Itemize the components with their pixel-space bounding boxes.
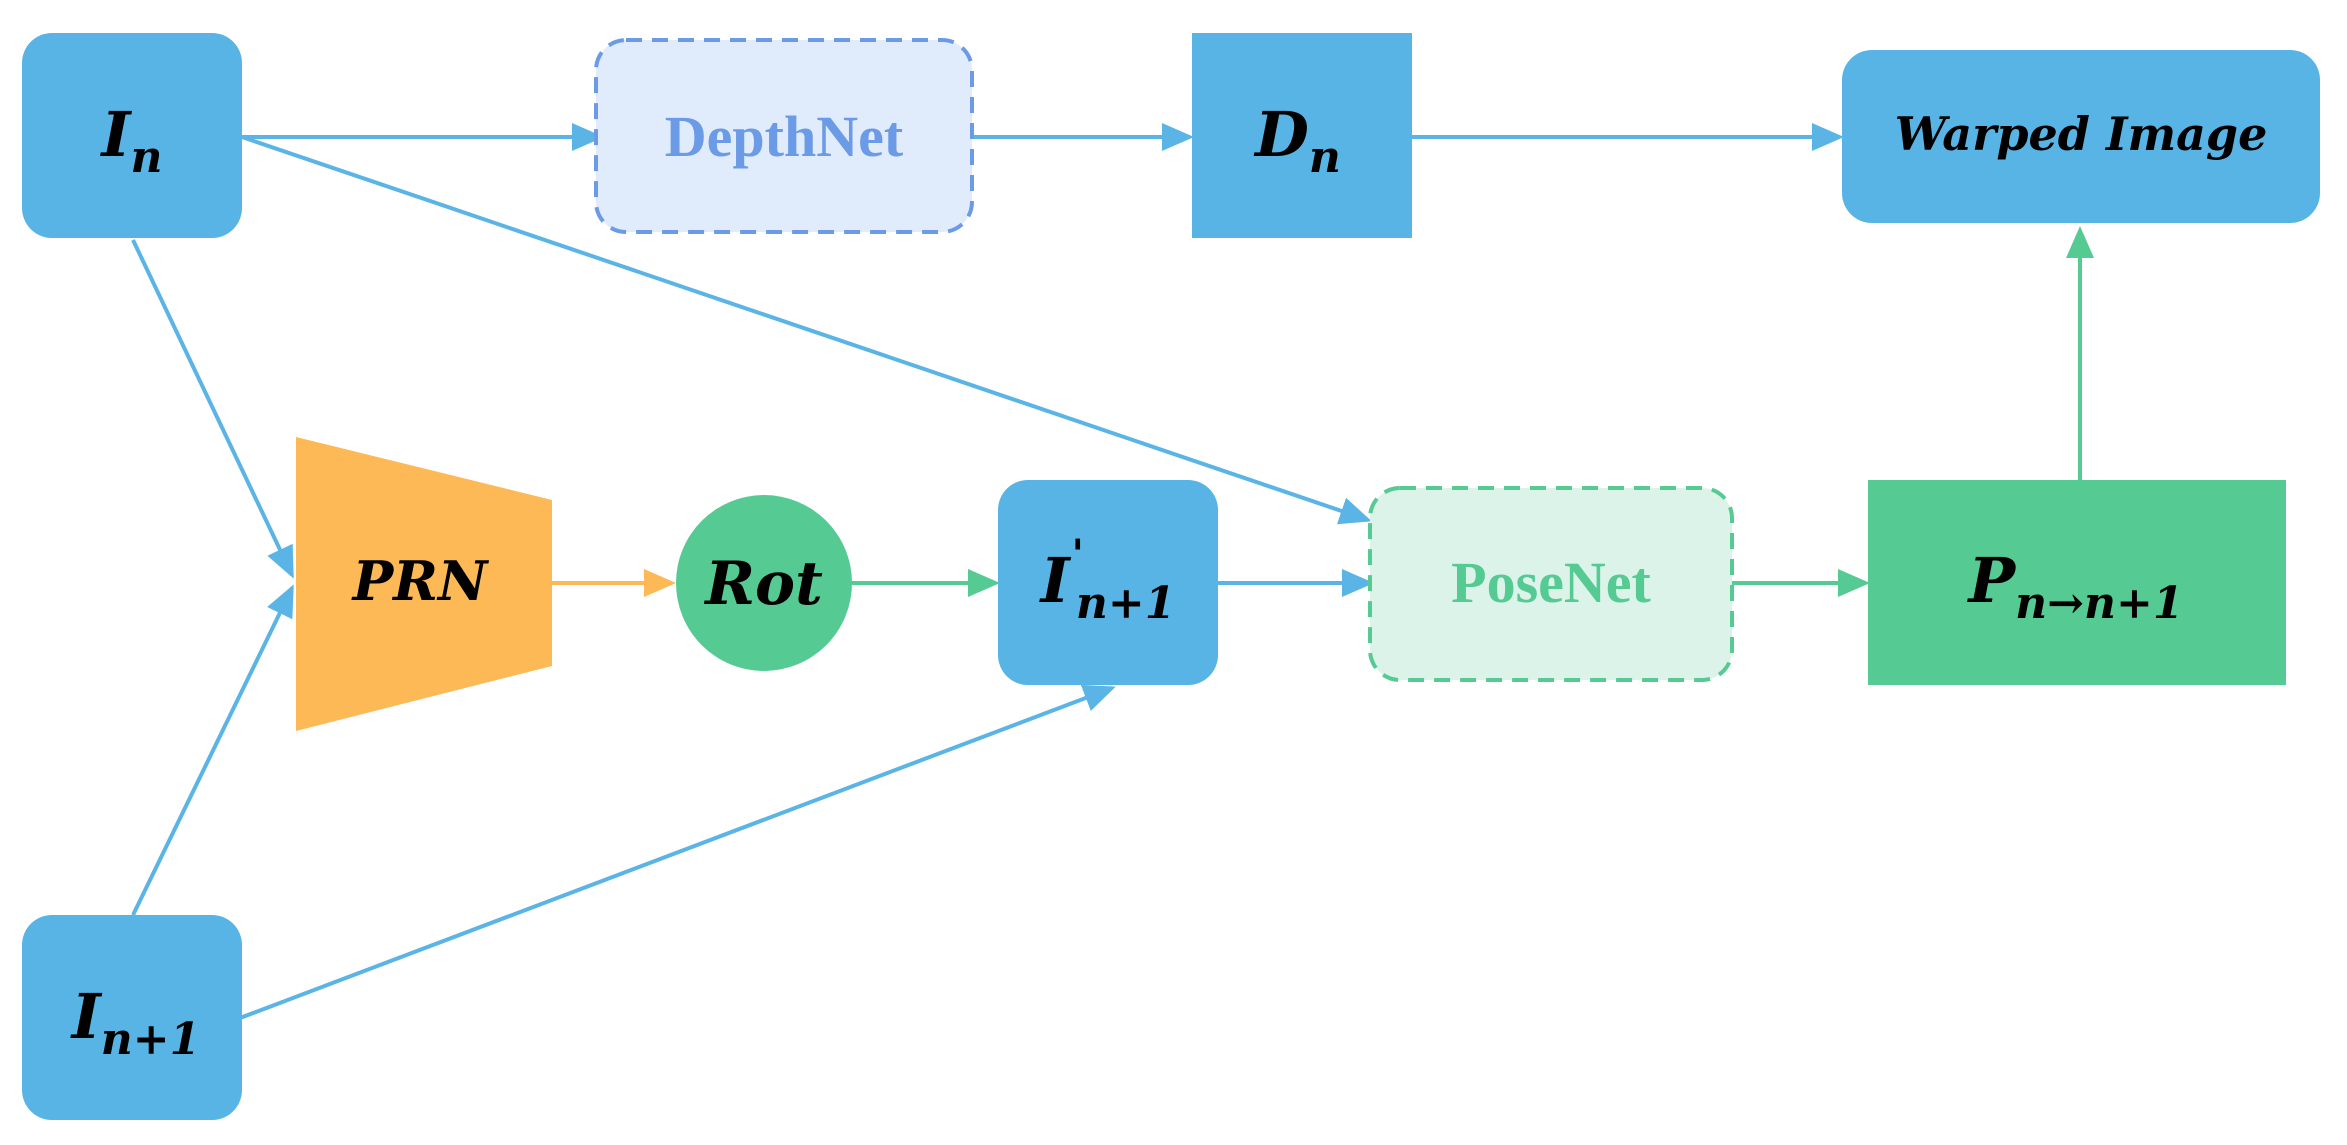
svg-text:In+1: In+1 <box>70 980 201 1065</box>
svg-text:Dn: Dn <box>1253 98 1341 183</box>
node-iprime-main: I <box>1039 544 1072 617</box>
node-dn: Dn <box>1192 33 1412 238</box>
node-pose-main: P <box>1967 544 2018 617</box>
svg-text:Pn→n+1: Pn→n+1 <box>1967 544 2184 629</box>
node-in1-main: I <box>70 980 103 1053</box>
node-iprime-sub: n+1 <box>1076 578 1175 629</box>
edge-in1-to-iprime <box>239 684 1116 1020</box>
node-in-main: I <box>99 98 132 171</box>
node-rot: Rot <box>676 495 852 671</box>
edges <box>131 123 2094 1020</box>
edge-in-to-posenet <box>241 135 1372 525</box>
edge-in1-to-prn <box>131 584 294 916</box>
node-iprime: I'n+1 <box>998 480 1218 685</box>
posenet-label: PoseNet <box>1451 550 1651 615</box>
rot-label: Rot <box>703 549 823 619</box>
node-in1-sub: n+1 <box>101 1014 200 1065</box>
node-in: In <box>22 33 242 238</box>
node-in1: In+1 <box>22 915 242 1120</box>
node-depthnet: DepthNet <box>594 38 974 234</box>
node-pose-sub: n→n+1 <box>2015 578 2183 629</box>
svg-text:In: In <box>99 98 162 183</box>
node-iprime-prime: ' <box>1072 531 1084 578</box>
edge-in-to-prn <box>131 239 294 579</box>
svg-text:I'n+1: I'n+1 <box>1039 531 1176 629</box>
node-prn: PRN <box>296 437 552 731</box>
node-pose: Pn→n+1 <box>1868 480 2286 685</box>
prn-label: PRN <box>351 549 490 613</box>
depthnet-label: DepthNet <box>665 104 904 169</box>
node-dn-sub: n <box>1309 132 1341 183</box>
node-dn-main: D <box>1253 98 1309 171</box>
node-in-sub: n <box>131 132 163 183</box>
node-posenet: PoseNet <box>1368 486 1734 682</box>
node-warped-image: Warped Image <box>1842 50 2320 223</box>
warped-image-label: Warped Image <box>1895 107 2268 161</box>
